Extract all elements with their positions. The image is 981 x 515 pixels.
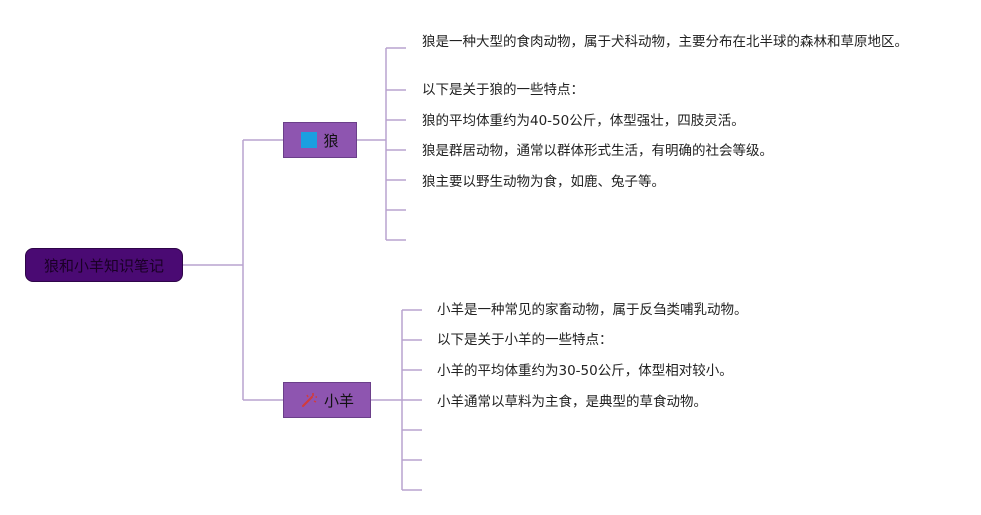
root-node[interactable]: 狼和小羊知识笔记 — [25, 248, 183, 282]
sparkle-icon — [300, 391, 318, 409]
leaf-wolf-4[interactable]: 狼是群居动物，通常以群体形式生活，有明确的社会等级。 — [422, 143, 773, 159]
branch-label-lamb: 小羊 — [323, 391, 354, 410]
leaf-wolf-2[interactable]: 以下是关于狼的一些特点： — [422, 82, 584, 98]
leaf-lamb-3[interactable]: 小羊的平均体重约为30-50公斤，体型相对较小。 — [437, 363, 733, 379]
leaf-lamb-1[interactable]: 小羊是一种常见的家畜动物，属于反刍类哺乳动物。 — [437, 302, 748, 318]
leaf-wolf-1[interactable]: 狼是一种大型的食肉动物，属于犬科动物，主要分布在北半球的森林和草原地区。 — [422, 34, 908, 50]
branch-node-lamb[interactable]: 小羊 — [283, 382, 371, 418]
connector-branch-lamb — [371, 309, 422, 491]
connector-root — [183, 139, 283, 401]
branch-label-wolf: 狼 — [323, 131, 339, 150]
leaf-lamb-4[interactable]: 小羊通常以草料为主食，是典型的草食动物。 — [437, 394, 707, 410]
connector-branch-wolf — [357, 47, 406, 241]
blue-square-icon — [301, 132, 318, 148]
leaf-wolf-5[interactable]: 狼主要以野生动物为食，如鹿、兔子等。 — [422, 174, 665, 190]
leaf-lamb-2[interactable]: 以下是关于小羊的一些特点： — [437, 332, 613, 348]
branch-node-wolf[interactable]: 狼 — [283, 122, 357, 158]
leaf-wolf-3[interactable]: 狼的平均体重约为40-50公斤，体型强壮，四肢灵活。 — [422, 113, 745, 129]
root-label: 狼和小羊知识笔记 — [43, 256, 164, 275]
